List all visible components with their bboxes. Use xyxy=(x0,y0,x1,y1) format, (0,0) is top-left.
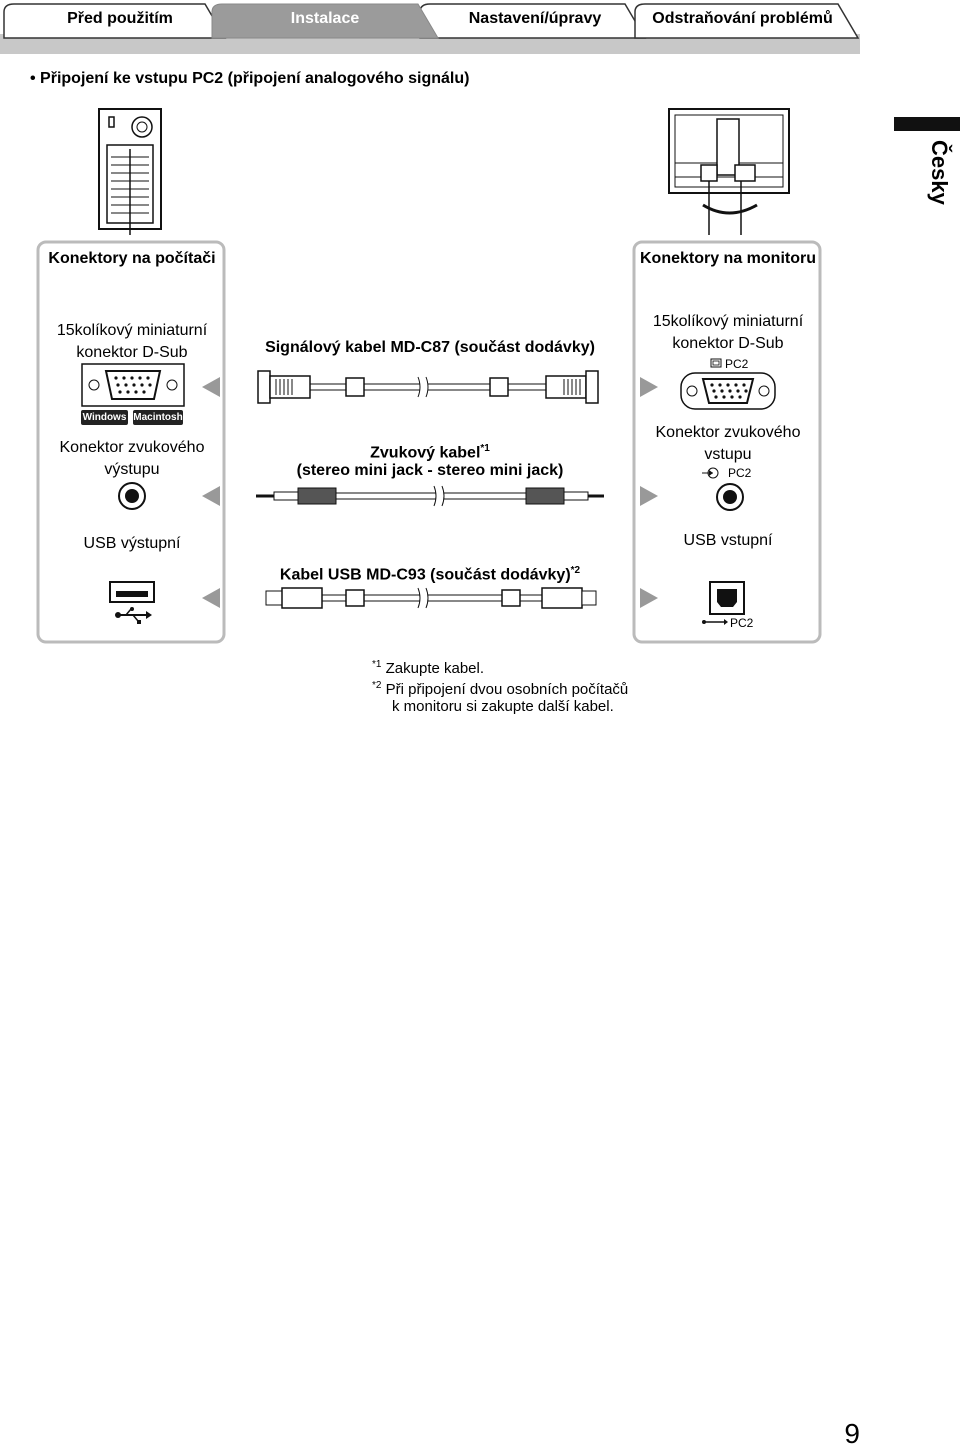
audio-cable-drawing xyxy=(202,485,658,507)
usb-cable-name: Kabel USB MD-C93 (součást dodávky) xyxy=(279,566,571,584)
audio-cable-footnote-mark: *1 xyxy=(480,443,490,454)
computer-audio-label: Konektor zvukového výstupu xyxy=(59,439,205,478)
computer-connectors-title: Konektory na počítači xyxy=(48,250,216,267)
tab-settings[interactable]: Nastavení/úpravy xyxy=(468,10,602,27)
audio-cable-subtitle: (stereo mini jack - stereo mini jack) xyxy=(296,462,564,479)
audio-in-jack-icon: PC2 xyxy=(702,466,752,511)
monitor-dsub-label: 15kolíkový miniaturní konektor D-Sub xyxy=(652,313,804,352)
monitor-connectors-title: Konektory na monitoru xyxy=(639,250,816,267)
page-number: 9 xyxy=(844,1418,860,1449)
audio-cable-label: Zvukový kabel*1 xyxy=(230,438,630,464)
monitor-illustration xyxy=(668,108,790,235)
audio-out-jack-icon xyxy=(118,482,146,510)
computer-illustration xyxy=(98,108,162,235)
macintosh-badge: Macintosh xyxy=(133,410,183,425)
tab-troubleshooting[interactable]: Odstraňování problémů xyxy=(652,10,833,27)
tab-installation[interactable]: Instalace xyxy=(290,10,360,27)
computer-usb-label: USB výstupní xyxy=(83,535,181,552)
footnote-2-continuation: k monitoru si zakupte další kabel. xyxy=(392,698,614,715)
usb-a-port-icon xyxy=(109,581,155,624)
computer-connectors-box xyxy=(36,240,226,644)
svg-text:Česky: Česky xyxy=(927,140,952,206)
footnote-1: *1 Zakupte kabel. xyxy=(372,654,484,679)
svg-text:PC2: PC2 xyxy=(730,616,754,630)
computer-dsub-port-icon xyxy=(81,363,185,407)
monitor-usb-label: USB vstupní xyxy=(683,532,773,549)
footnote-2-text: Při připojení dvou osobních počítačů xyxy=(385,681,629,698)
footnote-1-mark: *1 xyxy=(372,659,382,670)
audio-cable-name: Zvukový kabel xyxy=(370,444,481,462)
usb-cable-footnote-mark: *2 xyxy=(570,565,581,576)
monitor-dsub-port-icon: PC2 xyxy=(680,357,776,410)
section-tab-bar xyxy=(0,3,860,54)
usb-cable-label: Kabel USB MD-C93 (součást dodávky)*2 xyxy=(230,560,630,586)
usb-cable-drawing xyxy=(202,587,658,609)
monitor-audio-label: Konektor zvukového vstupu xyxy=(655,424,801,463)
section-heading: • Připojení ke vstupu PC2 (připojení ana… xyxy=(30,70,470,87)
svg-text:PC2: PC2 xyxy=(728,466,752,480)
language-marker xyxy=(894,117,960,131)
footnote-1-text: Zakupte kabel. xyxy=(385,660,485,677)
tab-before-use[interactable]: Před použitím xyxy=(67,10,173,27)
usb-b-port-icon: PC2 xyxy=(702,581,754,630)
svg-text:PC2: PC2 xyxy=(725,357,749,371)
footnote-2-mark: *2 xyxy=(372,680,382,691)
monitor-connectors-box xyxy=(632,240,822,644)
windows-badge: Windows xyxy=(81,410,128,425)
computer-dsub-label: 15kolíkový miniaturní konektor D-Sub xyxy=(56,322,208,361)
signal-cable-drawing xyxy=(202,370,658,404)
language-label: Česky xyxy=(927,140,952,206)
footnote-2: *2 Při připojení dvou osobních počítačů xyxy=(372,675,628,700)
signal-cable-label: Signálový kabel MD-C87 (součást dodávky) xyxy=(265,339,595,356)
